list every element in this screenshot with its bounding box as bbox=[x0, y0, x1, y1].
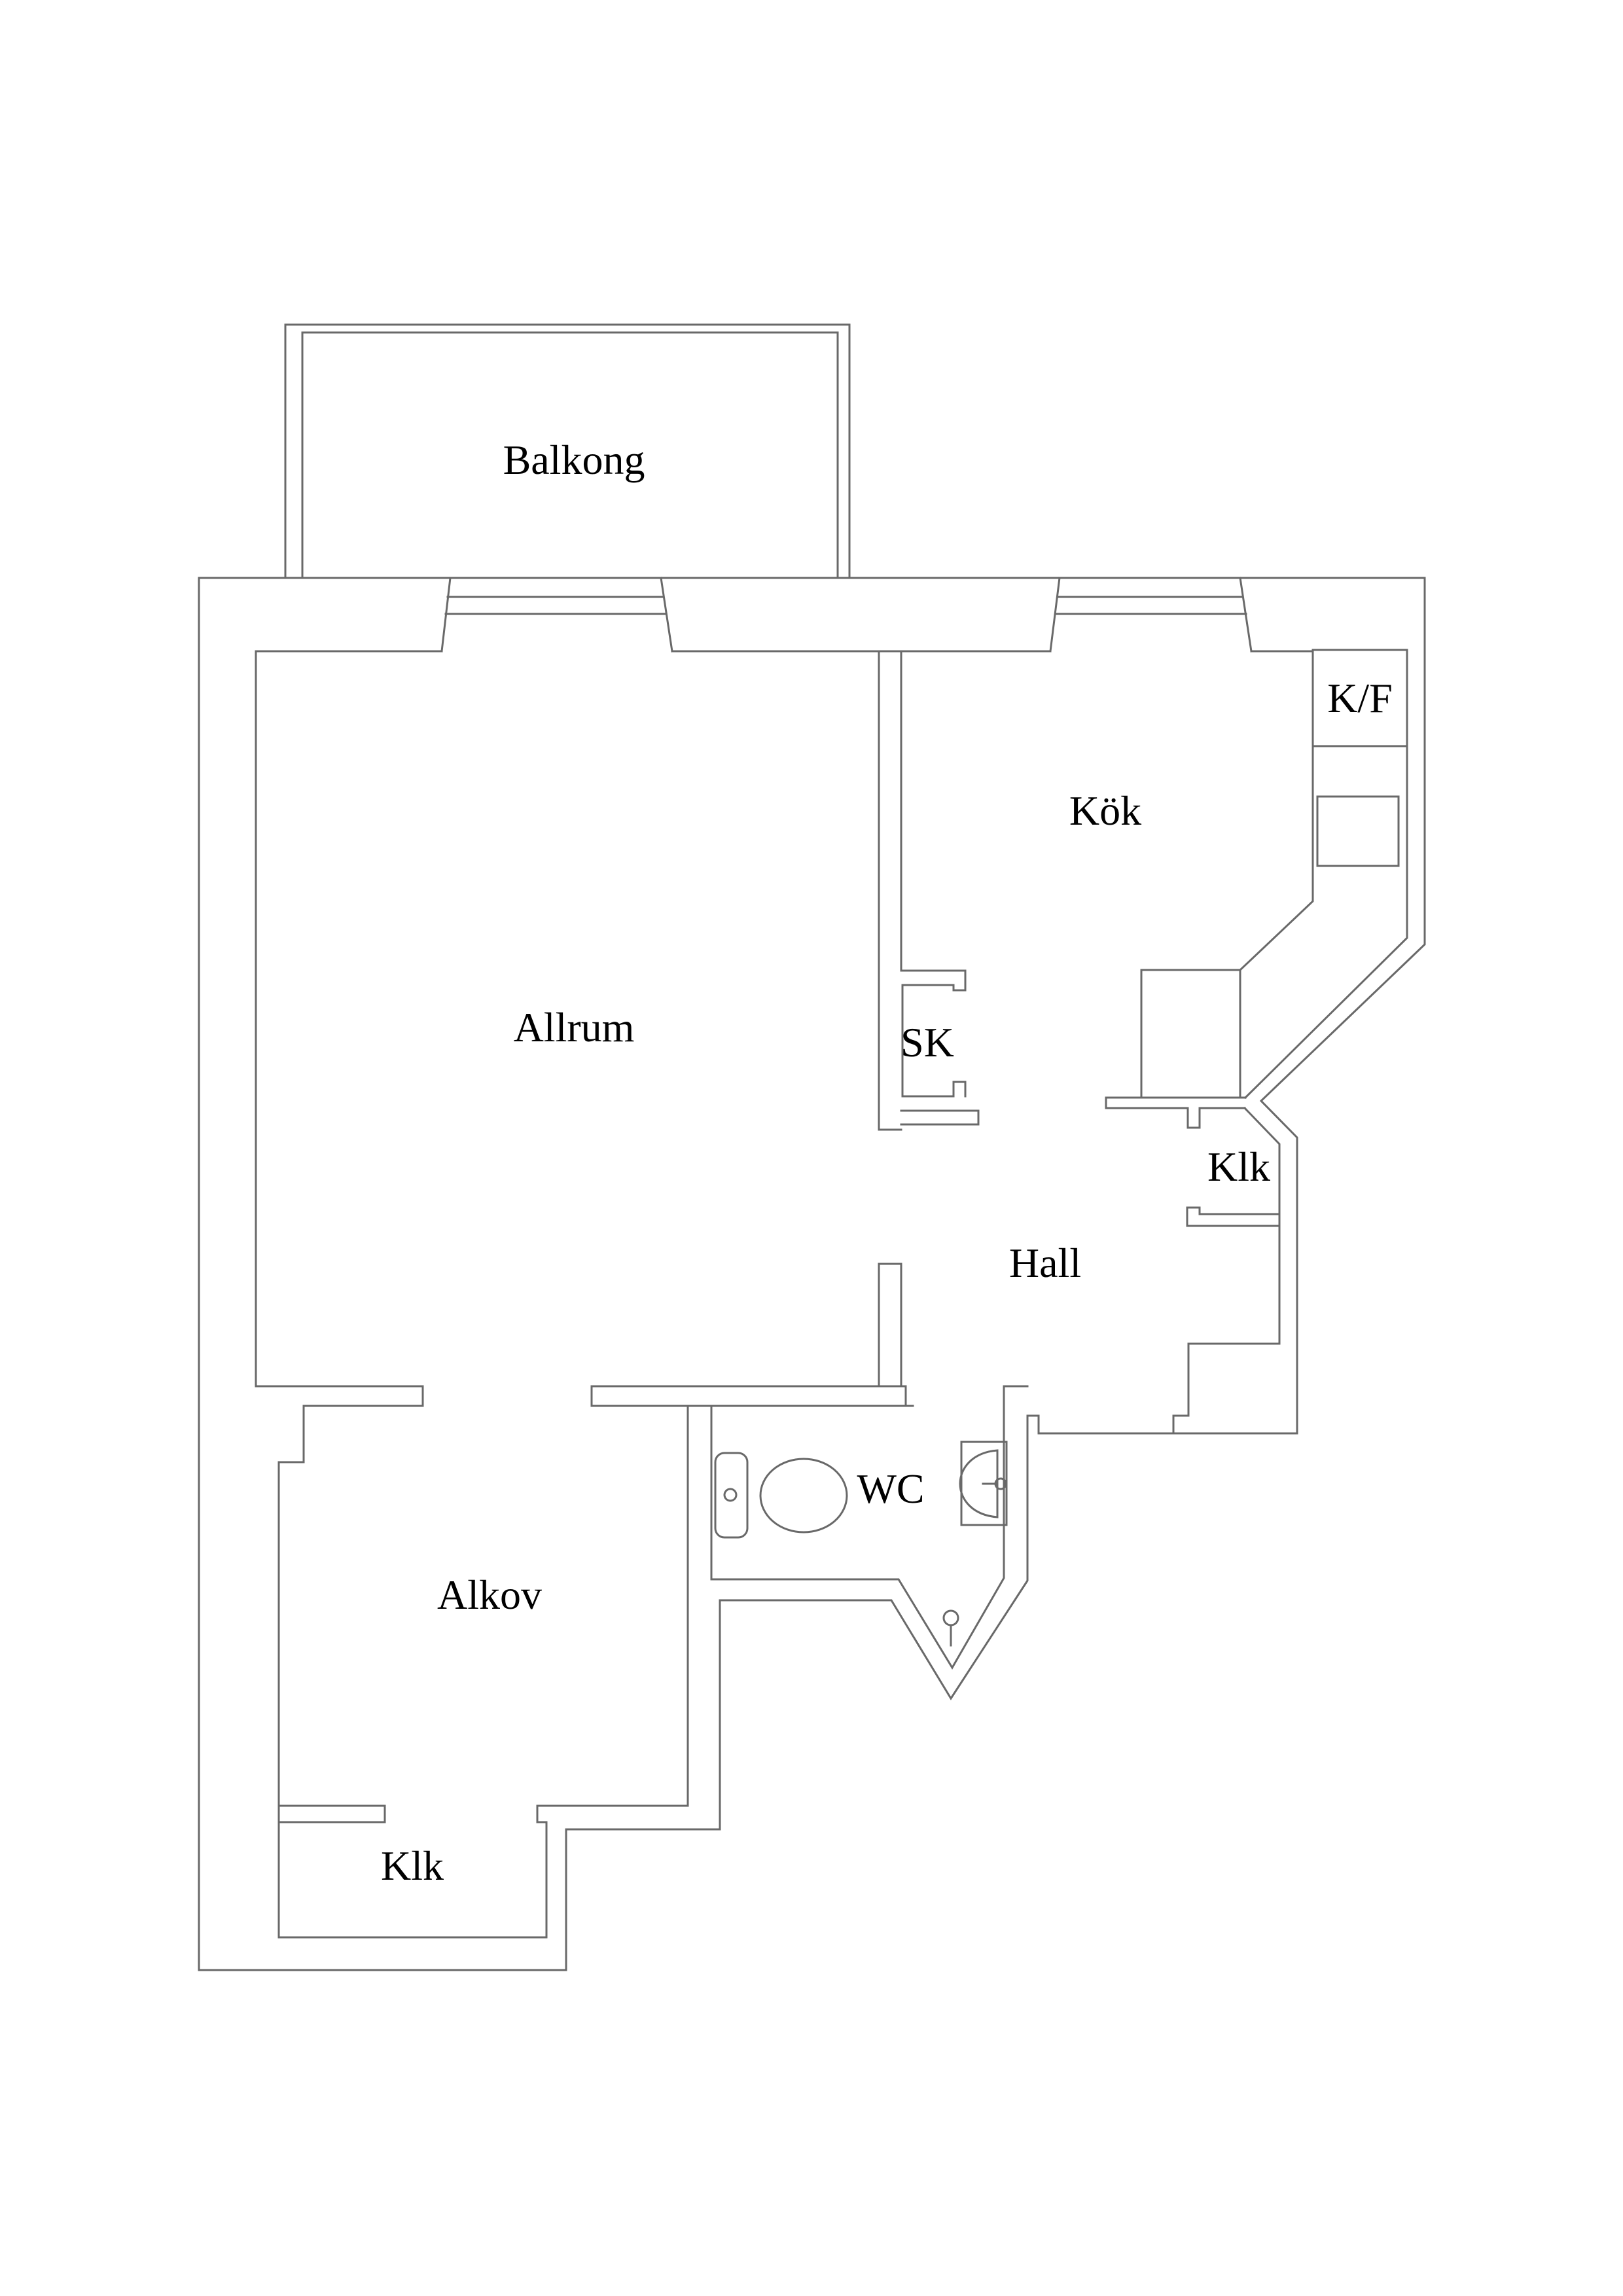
kitchen-window bbox=[1049, 577, 1253, 653]
label-sk: SK bbox=[901, 1019, 954, 1066]
label-kf: K/F bbox=[1327, 675, 1393, 721]
kitchen-counter-kf bbox=[1140, 649, 1408, 1100]
kitchen-south-klk-hall-walls bbox=[1105, 1096, 1281, 1435]
label-balkong: Balkong bbox=[503, 437, 645, 483]
label-hall: Hall bbox=[1009, 1240, 1081, 1286]
label-kok: Kök bbox=[1069, 787, 1141, 834]
label-wc: WC bbox=[857, 1465, 924, 1512]
toilet-icon bbox=[714, 1452, 848, 1539]
label-klk-bottom: Klk bbox=[381, 1842, 444, 1889]
label-alkov: Alkov bbox=[437, 1571, 542, 1618]
floor-drain-icon bbox=[942, 1609, 959, 1647]
floorplan-lines bbox=[198, 323, 1426, 1971]
label-klk-right: Klk bbox=[1207, 1143, 1270, 1190]
balcony-door-window bbox=[440, 577, 673, 653]
balcony-walls bbox=[284, 323, 851, 579]
room-labels: Balkong Allrum Kök K/F SK Klk Hall WC Al… bbox=[381, 437, 1393, 1889]
sink-icon bbox=[959, 1441, 1008, 1526]
allrum-right-wall-sk-closet bbox=[878, 650, 980, 1388]
exterior-inner-wall bbox=[255, 650, 1314, 1388]
exterior-outer-wall bbox=[198, 577, 1426, 1971]
label-allrum: Allrum bbox=[514, 1004, 635, 1050]
south-walls-alkov-wc bbox=[255, 1385, 1029, 1939]
